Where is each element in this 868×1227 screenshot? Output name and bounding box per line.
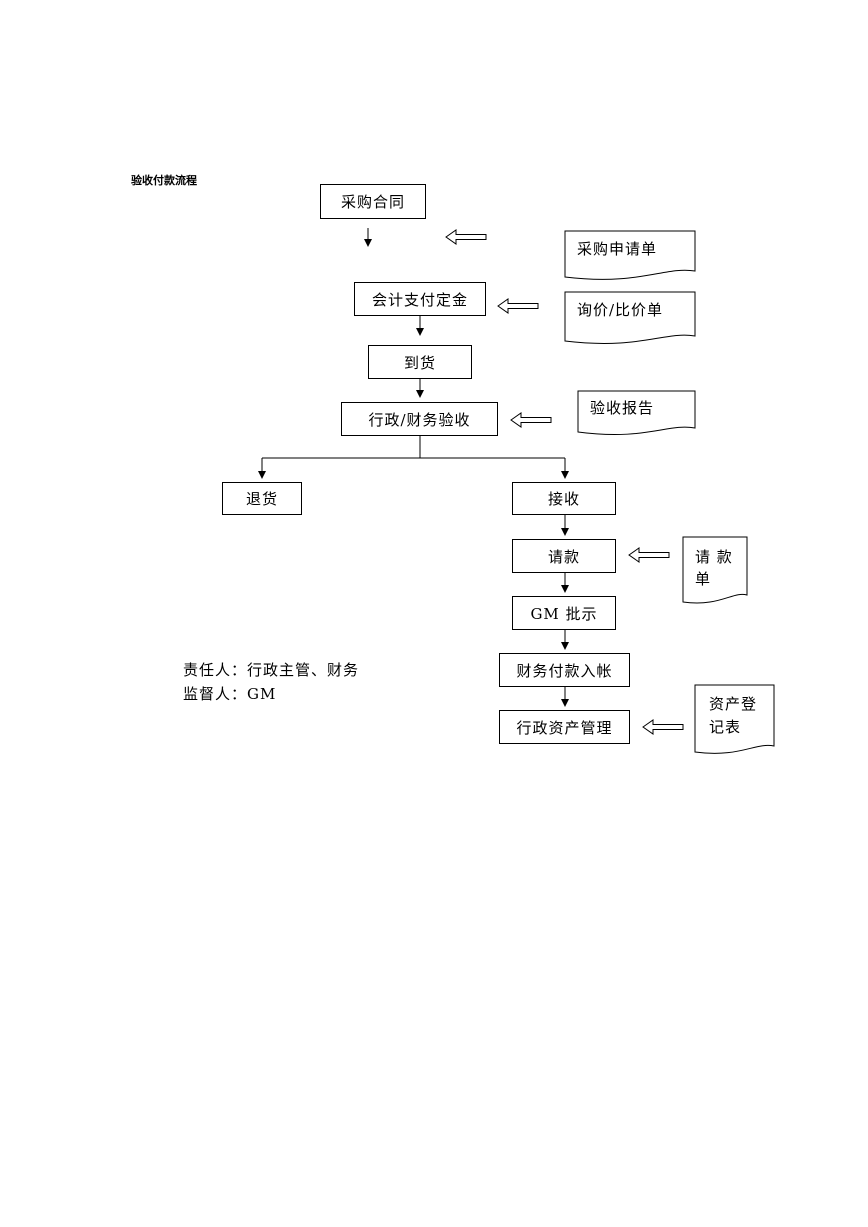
- doc-payment-request-label-line2: 单: [695, 570, 712, 588]
- hollow-arrow-icon: [642, 719, 684, 735]
- responsible-person-note: 责任人：行政主管、财务: [183, 661, 360, 679]
- hollow-arrow-icon: [628, 547, 670, 563]
- step-deposit-box: 会计支付定金: [354, 282, 486, 316]
- page-title: 验收付款流程: [131, 174, 197, 187]
- doc-quotation-label: 询价/比价单: [577, 301, 664, 319]
- doc-purchase-request-label: 采购申请单: [577, 240, 658, 258]
- step-gm-approval-box: GM 批示: [512, 596, 616, 630]
- step-inspection-box: 行政/财务验收: [341, 402, 498, 436]
- hollow-arrow-icon: [497, 298, 539, 314]
- step-receive-box: 接收: [512, 482, 616, 515]
- step-contract-box: 采购合同: [320, 184, 426, 219]
- document-shape-inspection-report: [577, 390, 696, 435]
- doc-asset-register-label-line1: 资产登: [709, 695, 758, 713]
- step-arrival-box: 到货: [368, 345, 472, 379]
- step-request-payment-box: 请款: [512, 539, 616, 573]
- document-shape-payment-request: [682, 536, 748, 604]
- doc-inspection-report-label: 验收报告: [590, 399, 655, 417]
- document-shape-purchase-request: [564, 230, 696, 280]
- step-asset-management-box: 行政资产管理: [499, 710, 630, 744]
- hollow-arrow-icon: [445, 229, 487, 245]
- doc-payment-request-label-line1: 请 款: [695, 548, 733, 566]
- supervisor-note: 监督人：GM: [183, 685, 277, 703]
- document-shape-quotation: [564, 291, 696, 344]
- hollow-arrow-icon: [510, 412, 552, 428]
- doc-asset-register-label-line2: 记表: [709, 718, 742, 736]
- document-shape-asset-register: [694, 684, 775, 754]
- step-finance-payment-box: 财务付款入帐: [499, 653, 630, 687]
- step-return-box: 退货: [222, 482, 302, 515]
